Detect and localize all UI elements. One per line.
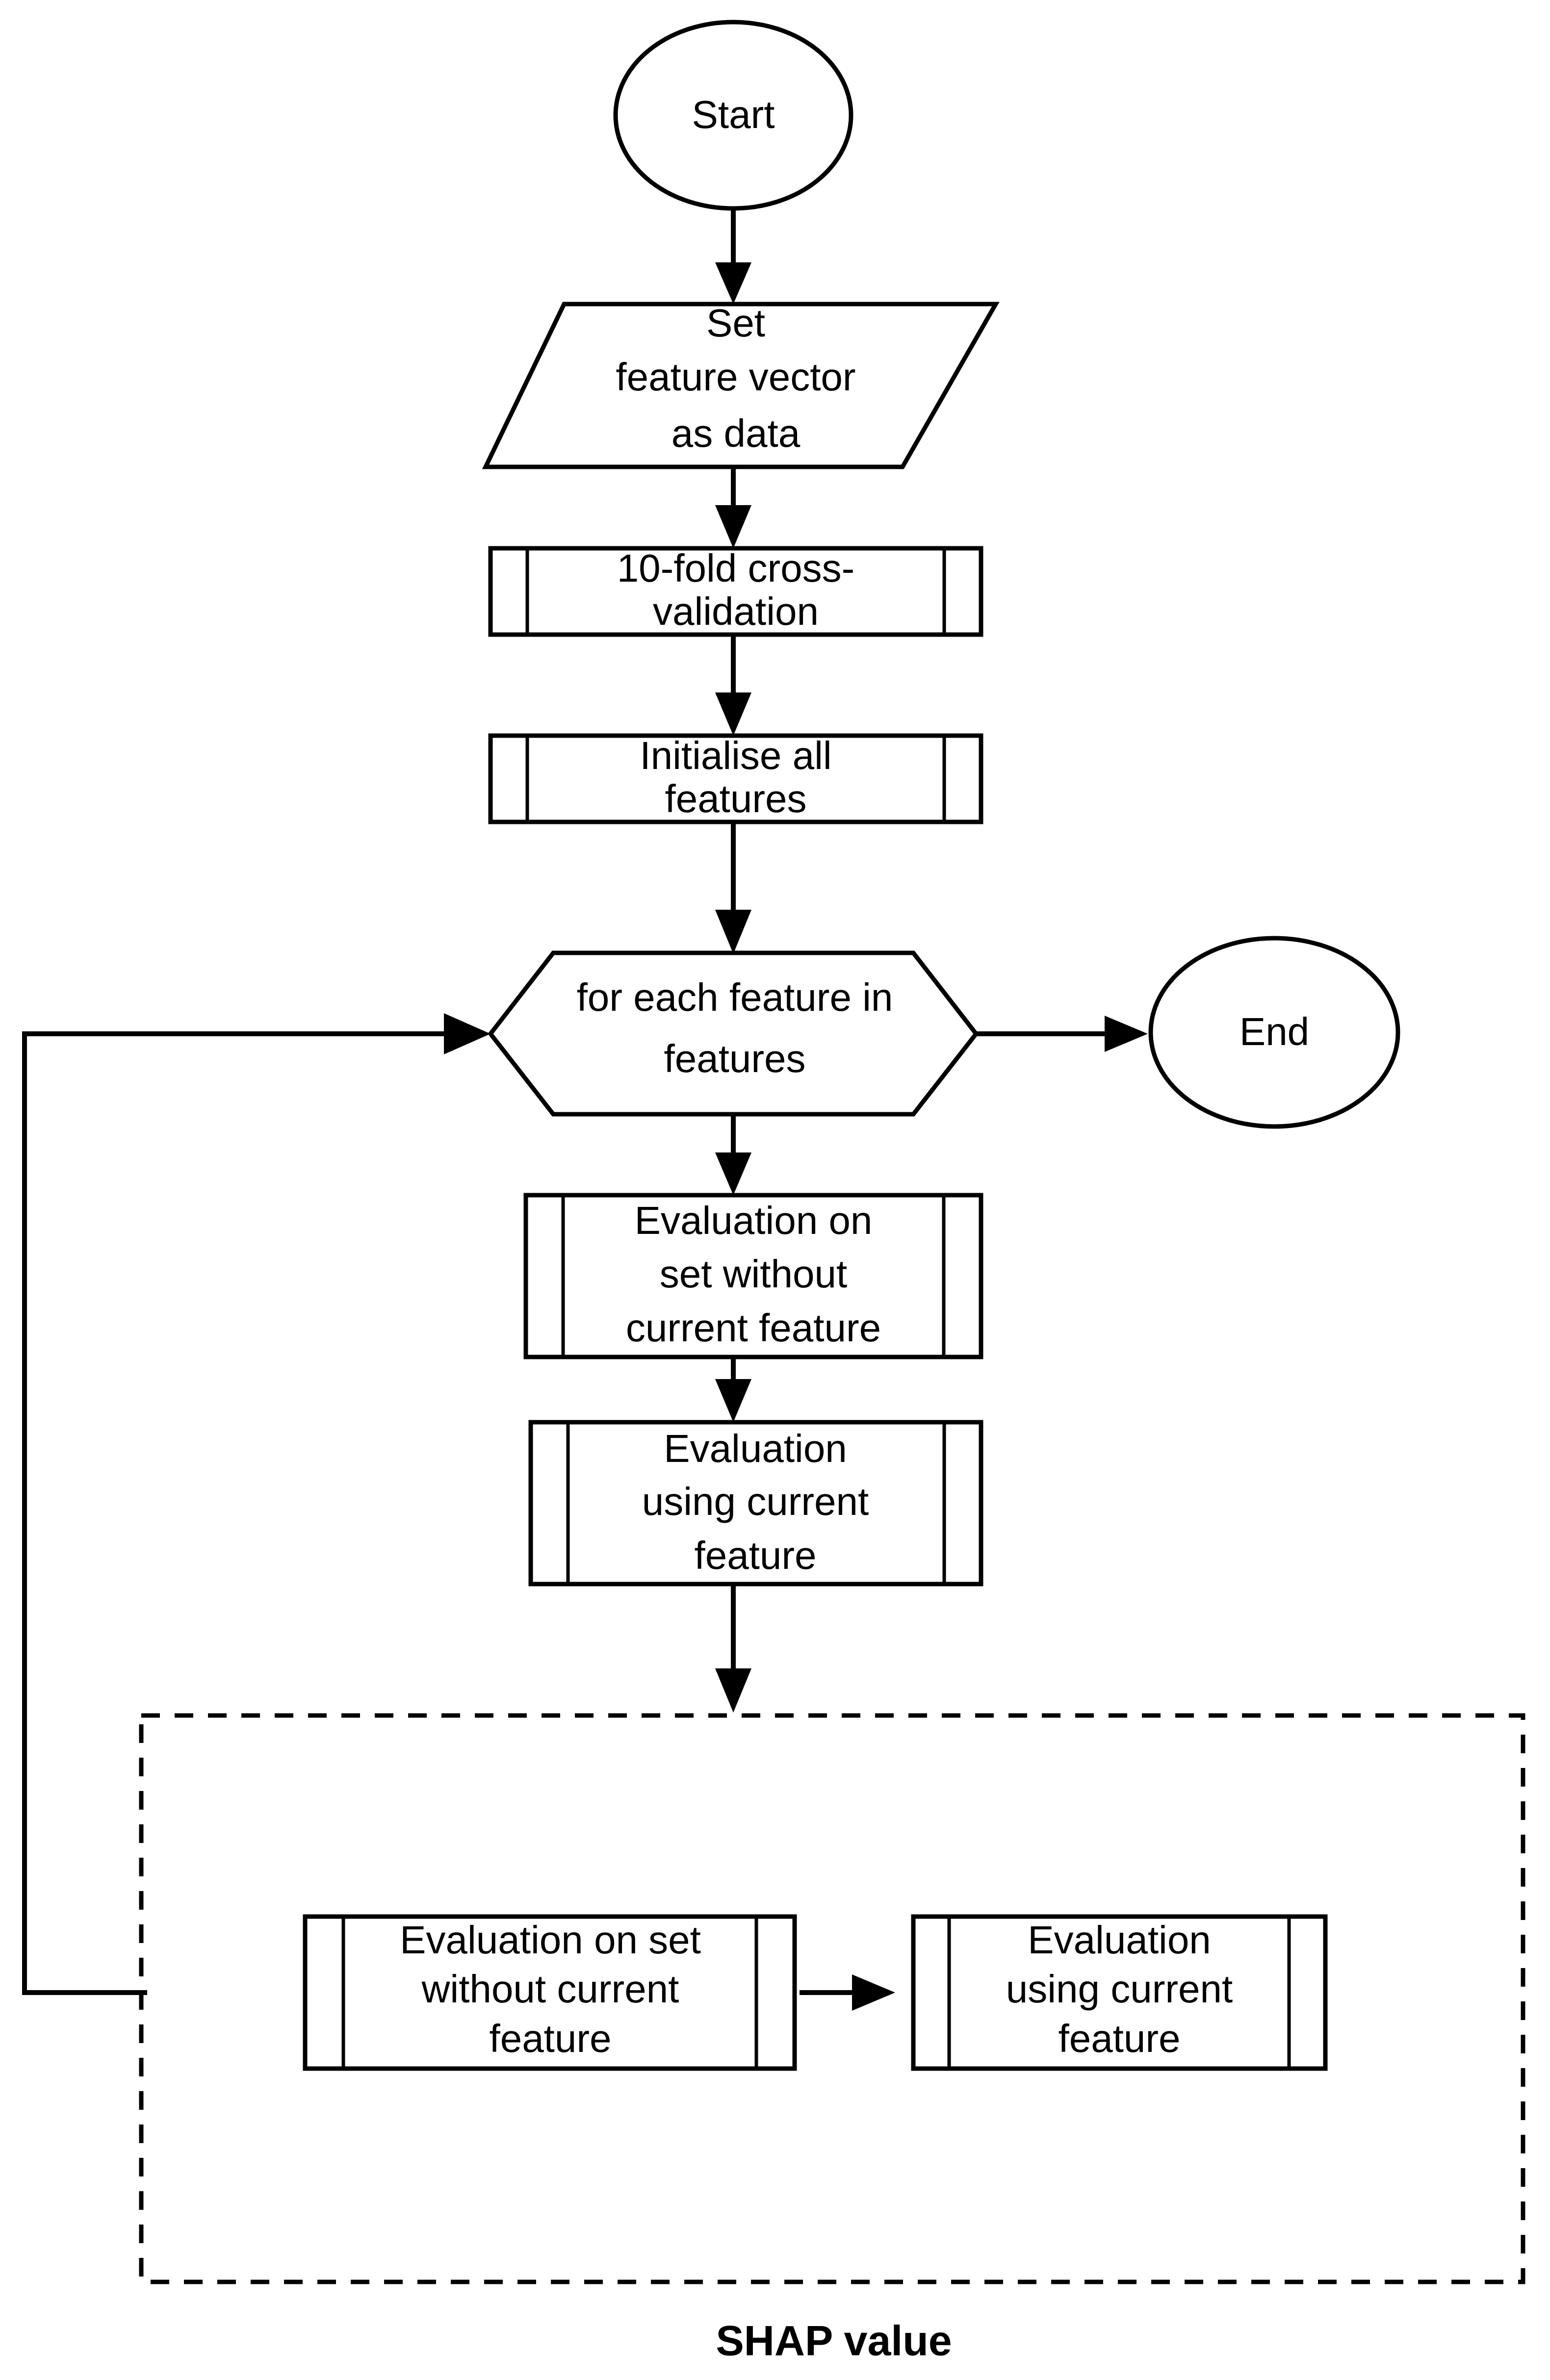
- shap-value-caption: SHAP value: [716, 2318, 952, 2365]
- edge-initialise-to-loop: [715, 820, 751, 954]
- shap-eval-using-line-1: Evaluation: [1028, 1918, 1211, 1962]
- edge-loop-to-eval-without-main: [715, 1114, 751, 1195]
- node-initialise-features[interactable]: Initialise all features: [488, 733, 983, 824]
- node-shap-eval-using-current-feature[interactable]: Evaluation using current feature: [911, 1914, 1328, 2071]
- shap-eval-without-box: [303, 1914, 797, 2071]
- initialise-line-1: Initialise all: [640, 734, 831, 777]
- edge-set-data-to-cross-validation: [715, 467, 751, 548]
- loop-line-2: features: [664, 1037, 805, 1080]
- node-shap-eval-without-current-feature[interactable]: Evaluation on set without current featur…: [303, 1914, 797, 2071]
- eval-without-main-line-2: set without: [660, 1252, 847, 1296]
- end-ellipse: [1148, 936, 1400, 1129]
- node-loop-for-each-feature[interactable]: for each feature in features: [488, 950, 979, 1117]
- end-label: End: [1240, 1010, 1309, 1053]
- shap-eval-using-box: [911, 1914, 1328, 2071]
- eval-using-main-line-3: feature: [694, 1534, 816, 1577]
- loop-line-1: for each feature in: [577, 975, 893, 1019]
- set-data-line-2: feature vector: [616, 355, 855, 399]
- node-eval-without-current-feature[interactable]: Evaluation on set without current featur…: [523, 1193, 983, 1359]
- start-ellipse: [613, 20, 853, 211]
- set-data-line-1: Set: [706, 301, 765, 345]
- edge-shap-without-to-shap-using: [800, 1974, 895, 2011]
- eval-without-main-box: [523, 1193, 983, 1359]
- edge-eval-using-to-shap-group: [715, 1584, 751, 1713]
- cross-validation-line-1: 10-fold cross-: [617, 546, 855, 590]
- shap-eval-without-line-3: feature: [489, 2017, 611, 2060]
- initialise-line-2: features: [665, 777, 806, 820]
- node-cross-validation[interactable]: 10-fold cross- validation: [488, 546, 983, 637]
- set-data-parallelogram: [482, 302, 1000, 469]
- shap-eval-using-line-2: using current: [1006, 1967, 1233, 2011]
- shap-eval-without-line-2: without current: [421, 1967, 679, 2011]
- edge-start-to-set-data: [715, 208, 751, 304]
- shap-value-group: [139, 1713, 1525, 2284]
- shap-eval-using-line-3: feature: [1058, 2017, 1180, 2060]
- shap-group-dashed-border: [139, 1713, 1525, 2284]
- cross-validation-line-2: validation: [653, 589, 819, 633]
- set-data-line-3: as data: [672, 411, 801, 455]
- loop-hexagon: [488, 950, 979, 1117]
- eval-using-main-line-2: using current: [642, 1480, 869, 1523]
- shap-eval-without-line-1: Evaluation on set: [400, 1918, 701, 1962]
- start-label: Start: [692, 93, 775, 136]
- eval-using-main-box: [528, 1420, 983, 1587]
- node-start[interactable]: Start: [613, 20, 853, 211]
- eval-using-main-line-1: Evaluation: [664, 1427, 847, 1470]
- edge-eval-without-to-eval-using-main: [715, 1356, 751, 1422]
- cross-validation-box: [488, 546, 983, 637]
- initialise-box: [488, 733, 983, 824]
- node-set-feature-vector[interactable]: Set feature vector as data: [482, 301, 1000, 469]
- eval-without-main-line-1: Evaluation on: [635, 1199, 873, 1242]
- node-eval-using-current-feature[interactable]: Evaluation using current feature: [528, 1420, 983, 1587]
- edge-loop-to-end: [976, 1016, 1148, 1052]
- edge-cross-validation-to-initialise: [715, 634, 751, 736]
- node-end[interactable]: End: [1148, 936, 1400, 1129]
- edge-feedback-loop-to-hexagon: [22, 1013, 491, 1995]
- eval-without-main-line-3: current feature: [626, 1306, 881, 1350]
